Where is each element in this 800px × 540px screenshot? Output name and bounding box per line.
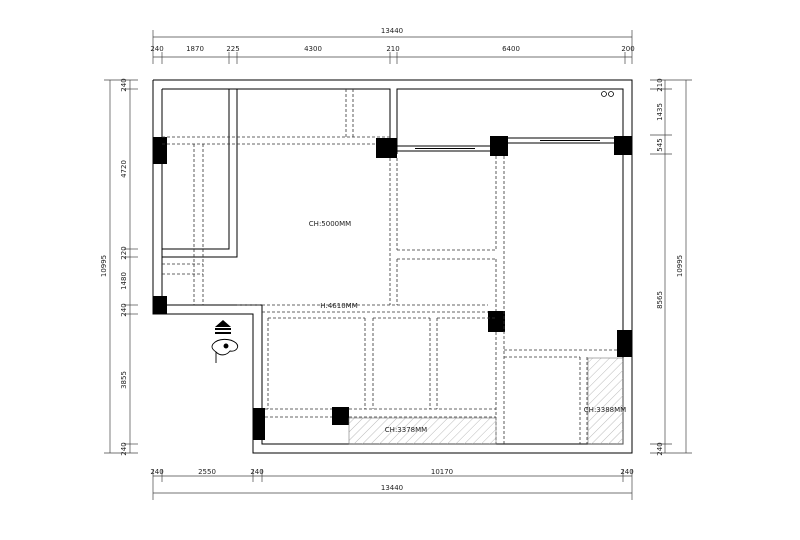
dimension-labels: 13440 240 1870 225 4300 210 6400 200 240… — [100, 27, 684, 492]
hatched-zones — [348, 357, 624, 445]
left-seg-4: 1480 — [120, 272, 128, 290]
bottom-seg-1: 240 — [150, 468, 163, 476]
right-seg-2: 1435 — [656, 103, 664, 121]
column — [332, 407, 349, 425]
right-seg-3: 545 — [656, 138, 664, 151]
column — [153, 137, 167, 164]
bottom-total-label: 13440 — [381, 484, 403, 492]
fixture-circles-icon — [601, 91, 614, 97]
left-total-label: 10995 — [100, 255, 108, 277]
top-seg-6: 6400 — [502, 45, 520, 53]
top-seg-7: 200 — [621, 45, 634, 53]
column — [490, 136, 508, 156]
right-total-label: 10995 — [676, 255, 684, 277]
column — [617, 330, 632, 357]
dimension-right — [650, 79, 692, 454]
bottom-seg-4: 10170 — [431, 468, 453, 476]
ceiling-height-bottom-label: CH:3378MM — [385, 426, 427, 434]
left-seg-3: 220 — [120, 246, 128, 259]
right-seg-4: 8565 — [656, 291, 664, 309]
column — [376, 138, 397, 158]
top-seg-4: 4300 — [304, 45, 322, 53]
bottom-seg-3: 240 — [250, 468, 263, 476]
left-seg-6: 3855 — [120, 371, 128, 389]
top-seg-2: 1870 — [186, 45, 204, 53]
right-seg-5: 240 — [656, 442, 664, 455]
bottom-seg-2: 2550 — [198, 468, 216, 476]
column — [253, 408, 265, 440]
stair-arrow-icon — [215, 320, 231, 334]
ceiling-height-main-label: CH:5000MM — [309, 220, 351, 228]
ceiling-height-right-label: CH:3388MM — [584, 406, 626, 414]
hatch-zone-bottom — [348, 417, 497, 445]
dashed-beam-lines — [162, 89, 617, 444]
left-seg-2: 4720 — [120, 160, 128, 178]
beam-height-label: H:4610MM — [320, 302, 358, 310]
room-labels: CH:5000MM H:4610MM CH:3378MM CH:3388MM — [309, 220, 626, 434]
top-total-label: 13440 — [381, 27, 403, 35]
left-seg-7: 240 — [120, 442, 128, 455]
column — [614, 136, 632, 155]
top-seg-5: 210 — [386, 45, 399, 53]
structural-columns — [153, 136, 632, 440]
left-seg-5: 240 — [120, 303, 128, 316]
top-seg-3: 225 — [226, 45, 239, 53]
dimension-top — [152, 30, 633, 64]
right-seg-1: 210 — [656, 78, 664, 91]
left-seg-1: 240 — [120, 78, 128, 91]
top-seg-1: 240 — [150, 45, 163, 53]
dimension-left — [104, 79, 138, 454]
bottom-seg-5: 240 — [620, 468, 633, 476]
dimension-bottom — [152, 469, 633, 500]
hatch-zone-right — [587, 357, 624, 445]
column — [488, 311, 505, 332]
column — [153, 296, 167, 314]
north-compass-icon — [211, 338, 239, 363]
walls — [152, 79, 633, 454]
